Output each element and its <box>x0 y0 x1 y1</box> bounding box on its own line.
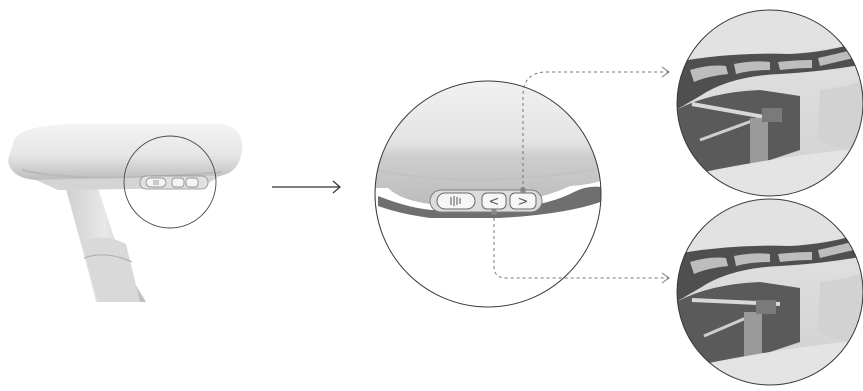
right-arrow-glyph: > <box>518 195 529 210</box>
mechanism-view-top <box>676 8 863 198</box>
mechanism-view-bottom <box>676 198 863 388</box>
right-arrow-button[interactable]: > <box>510 193 536 210</box>
armrest-mini-buttons <box>140 176 208 189</box>
arrow-right-icon <box>272 181 340 193</box>
left-arrow-button[interactable]: < <box>482 193 506 210</box>
zoomed-buttons-view: < > <box>370 80 610 310</box>
center-adjust-button[interactable] <box>437 193 475 209</box>
armrest-overview <box>8 124 242 302</box>
button-strip: < > <box>430 190 542 212</box>
armrest-post <box>64 182 146 302</box>
left-arrow-glyph: < <box>489 195 500 210</box>
